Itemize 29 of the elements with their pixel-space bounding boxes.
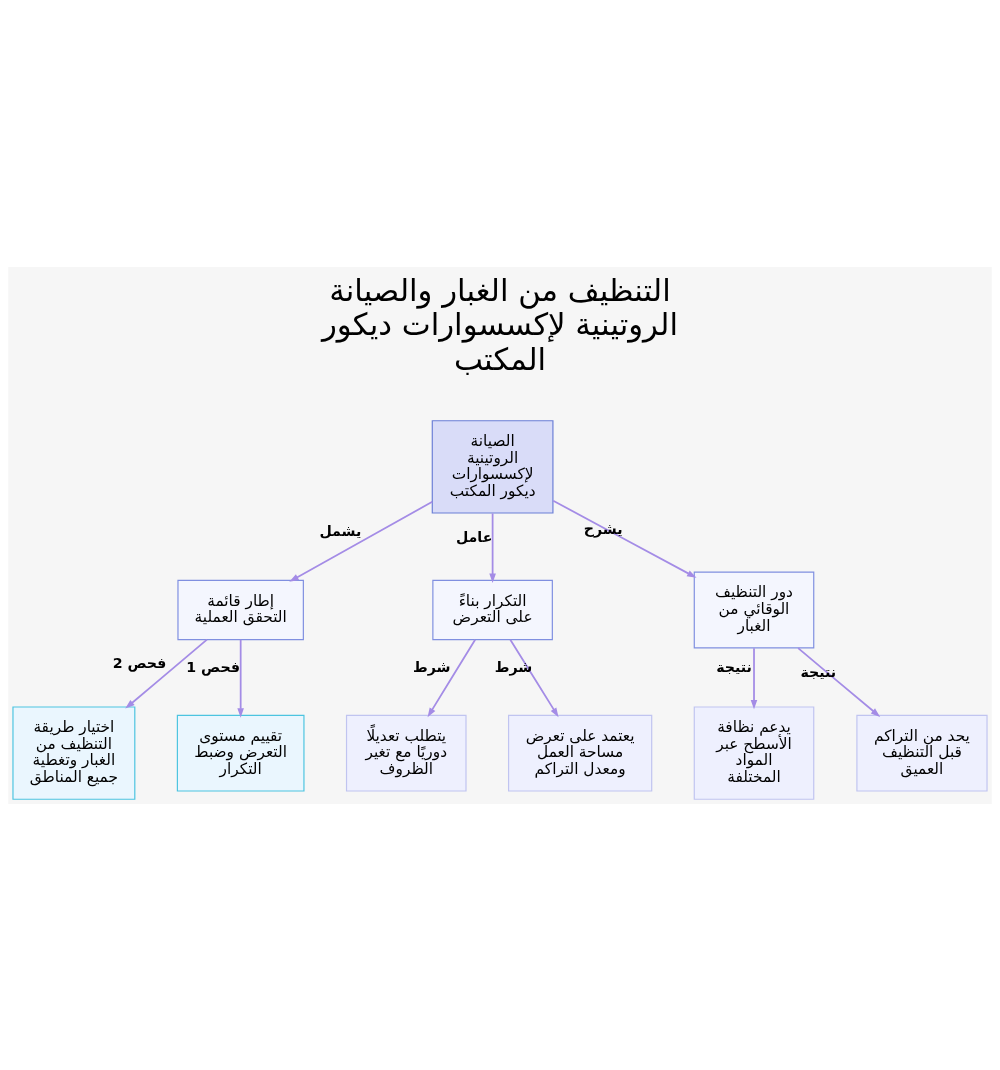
edge-label: يشمل [319,522,362,539]
node-box: يعتمد على تعرض مساحة العمل ومعدل التراكم [508,714,653,792]
arrow [427,638,477,717]
node-box: يحد من التراكم قبل التنظيف العميق [856,714,988,792]
edge-label: يشرح [583,520,623,537]
edge-label: نتيجة [716,658,752,675]
edge-label: فحص 1 [186,658,240,675]
edge-label: فحص 2 [112,654,167,671]
arrow [509,638,559,717]
node-box: يدعم نظافة الأسطح عبر المواد المختلفة [693,705,815,800]
arrow [125,638,208,709]
node-box: اختيار طريقة التنظيف من الغبار وتغطية جميع المناطق [12,705,136,800]
node-box: التكرار بناءً على التعرض [432,579,553,640]
arrow [289,500,434,582]
arrow [797,646,881,717]
diagram-title: التنظيف من الغبار والصيانة الروتينية لإكسسوارات ديكور المكتب [322,271,678,377]
node-box: يتطلب تعديلًا دوريًا مع تغير الظروف [345,714,467,792]
node-box: دور التنظيف الوقائي من الغبار [693,571,815,648]
arrow [750,646,758,709]
edge-label: شرط [494,658,533,675]
edge-label: عامل [455,528,493,545]
node-box: الصيانة الروتينية لإكسسوارات ديكور المكتب [431,419,554,514]
arrow [489,512,496,583]
edge-label: نتيجة [800,663,837,680]
arrow [237,638,244,718]
edge-label: شرط [413,658,451,675]
arrow [552,499,697,578]
node-box: تقييم مستوى التعرض وضبط التكرار [176,714,305,792]
node-box: إطار قائمة التحقق العملية [177,579,304,640]
